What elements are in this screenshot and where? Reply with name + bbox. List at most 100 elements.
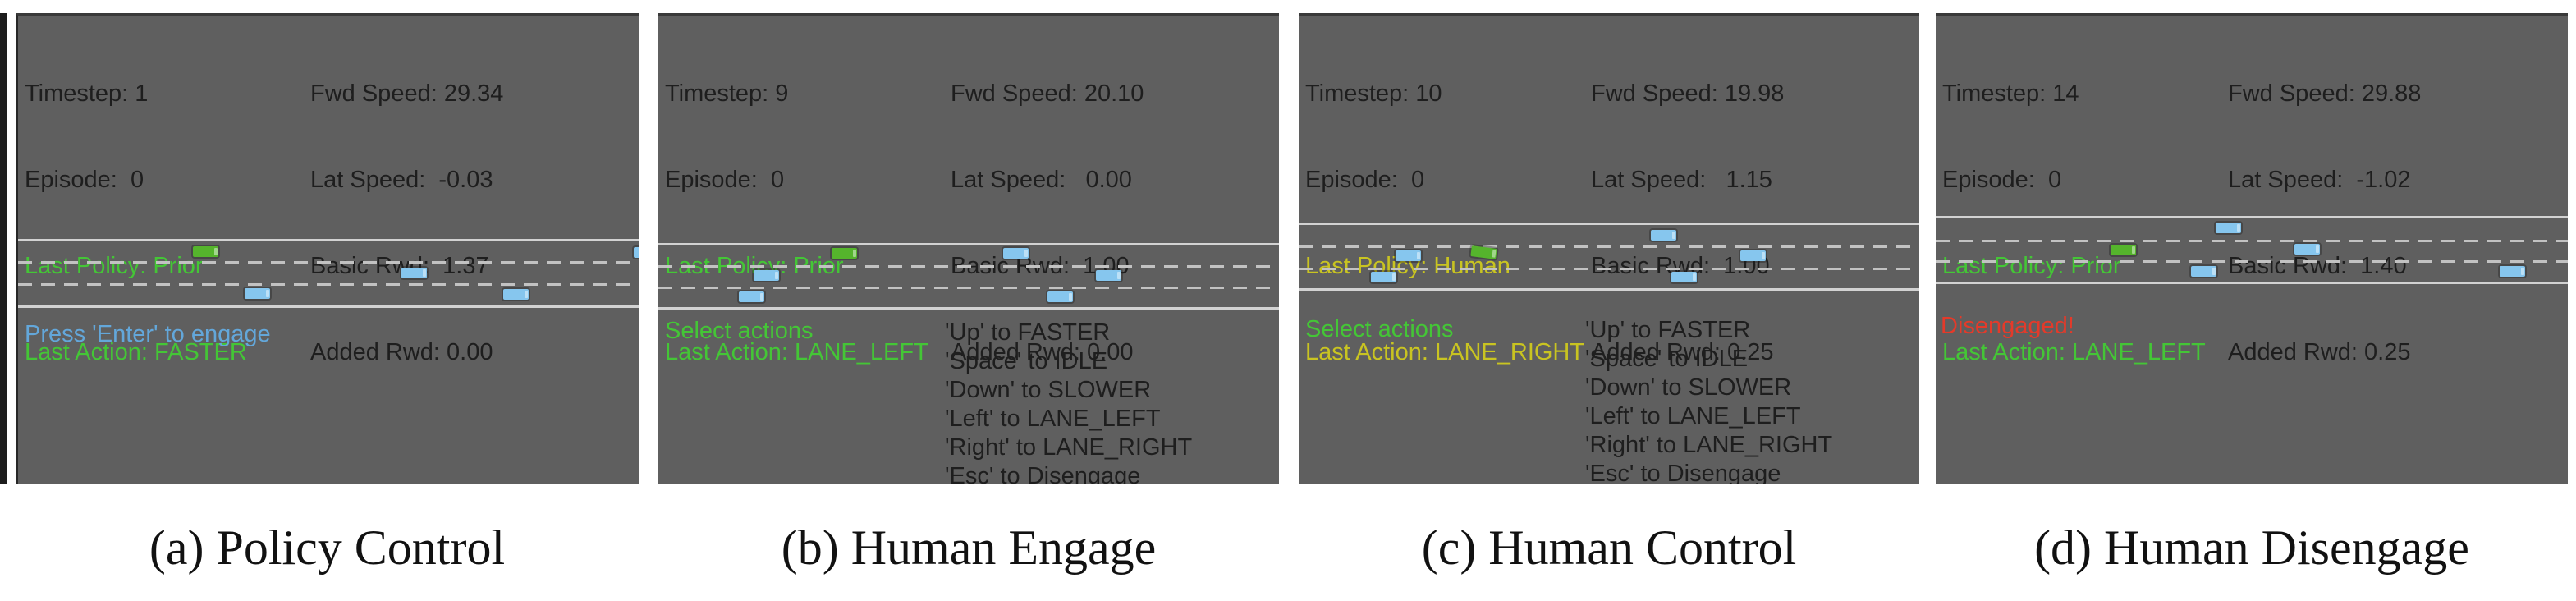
road-edge-line (1936, 216, 2568, 218)
traffic-vehicle (1740, 250, 1766, 261)
key-hint-line: 'Down' to SLOWER (1585, 374, 1792, 401)
disengaged-alert: Disengaged! (1941, 313, 2074, 339)
basic-rwd-label: Basic Rwd: 1.40 (2228, 253, 2407, 279)
road-edge-line (658, 307, 1279, 310)
traffic-vehicle (2294, 244, 2320, 255)
lane-divider-dashed (18, 261, 639, 264)
fwd-speed-label: Fwd Speed: 19.98 (1591, 80, 1785, 107)
timestep-label: Timestep: 9 (665, 80, 789, 107)
key-hint-line: 'Right' to LANE_RIGHT (945, 434, 1193, 461)
road-edge-line (1936, 282, 2568, 284)
traffic-vehicle (739, 291, 764, 302)
lat-speed-label: Lat Speed: 1.15 (1591, 167, 1772, 193)
episode-label: Episode: 0 (25, 167, 144, 193)
key-hint-line: 'Esc' to Disengage (1585, 461, 1781, 484)
episode-label: Episode: 0 (665, 167, 785, 193)
caption-human-disengage: (d) Human Disengage (2034, 521, 2469, 575)
lane-divider-dashed (1299, 268, 1919, 270)
episode-label: Episode: 0 (1942, 167, 2062, 193)
traffic-vehicle (2191, 266, 2216, 277)
timestep-label: Timestep: 1 (25, 80, 149, 107)
traffic-vehicle (503, 289, 529, 300)
key-hint-line: 'Up' to FASTER (1585, 317, 1751, 343)
last-action-label: Last Action: LANE_LEFT (1942, 339, 2206, 365)
traffic-vehicle (1396, 250, 1421, 261)
key-hint-line: 'Right' to LANE_RIGHT (1585, 432, 1833, 458)
hud-metrics-block: Fwd Speed: 20.10 Lat Speed: 0.00 Basic R… (951, 22, 1144, 424)
road-edge-line (658, 243, 1279, 245)
lat-speed-label: Lat Speed: -0.03 (310, 167, 493, 193)
key-hint-line: 'Left' to LANE_LEFT (1585, 403, 1801, 429)
traffic-vehicle (754, 270, 779, 281)
select-actions-prompt: Select actions (665, 318, 814, 344)
keyboard-hints-list: 'Up' to FASTER 'Space' to IDLE'Down' to S… (1585, 316, 1832, 484)
highway-road (1299, 223, 1919, 291)
highway-road (658, 243, 1279, 310)
traffic-vehicle (2500, 266, 2525, 277)
road-edge-line (1299, 288, 1919, 291)
hud-metrics-block: Fwd Speed: 19.98 Lat Speed: 1.15 Basic R… (1591, 22, 1784, 424)
fwd-speed-label: Fwd Speed: 20.10 (951, 80, 1144, 107)
hud-metrics-block: Fwd Speed: 29.34 Lat Speed: -0.03 Basic … (310, 22, 503, 424)
last-policy-label: Last Policy: Prior (1942, 253, 2121, 279)
sim-panel-human-disengage: Timestep: 14 Episode: 0 Last Policy: Pri… (1936, 13, 2568, 484)
road-edge-line (18, 239, 639, 241)
traffic-vehicle (1671, 272, 1697, 282)
ego-vehicle (2111, 245, 2136, 255)
highway-road (1936, 216, 2568, 284)
lane-divider-dashed (18, 283, 639, 286)
keyboard-hints-list: 'Up' to FASTER'Space' to IDLE 'Down' to S… (945, 319, 1192, 484)
engage-prompt: Press 'Enter' to engage (25, 321, 271, 347)
last-action-label: Last Action: LANE_RIGHT (1305, 339, 1585, 365)
key-hint-line: 'Space' to IDLE (945, 348, 1108, 374)
added-rwd-label: Added Rwd: 0.25 (1591, 339, 1774, 365)
last-policy-label: Last Policy: Prior (25, 253, 204, 279)
key-hint-line: 'Up' to FASTER (945, 319, 1111, 346)
traffic-vehicle (401, 268, 427, 278)
lane-divider-dashed (1936, 240, 2568, 242)
traffic-vehicle (245, 288, 270, 299)
hud-status-block: Timestep: 14 Episode: 0 Last Policy: Pri… (1942, 22, 2206, 424)
lane-divider-dashed (1299, 245, 1919, 248)
added-rwd-label: Added Rwd: 0.00 (951, 339, 1134, 365)
key-hint-line: 'Down' to SLOWER (945, 377, 1152, 403)
added-rwd-label: Added Rwd: 0.00 (310, 339, 493, 365)
added-rwd-label: Added Rwd: 0.25 (2228, 339, 2411, 365)
hud-metrics-block: Fwd Speed: 29.88 Lat Speed: -1.02 Basic … (2228, 22, 2421, 424)
road-edge-line (18, 305, 639, 308)
traffic-vehicle (634, 247, 639, 258)
episode-label: Episode: 0 (1305, 167, 1425, 193)
sim-panel-human-engage: Timestep: 9 Episode: 0 Last Policy: Prio… (658, 13, 1279, 484)
select-actions-prompt: Select actions (1305, 316, 1454, 342)
figure-left-crop-bar (0, 13, 7, 484)
road-edge-line (1299, 223, 1919, 225)
fwd-speed-label: Fwd Speed: 29.34 (310, 80, 504, 107)
sim-panel-policy-control: Timestep: 1 Episode: 0 Last Policy: Prio… (16, 13, 639, 484)
lat-speed-label: Lat Speed: 0.00 (951, 167, 1132, 193)
hud-status-block: Timestep: 1 Episode: 0 Last Policy: Prio… (25, 22, 247, 424)
key-hint-line: 'Space' to IDLE (1585, 346, 1749, 372)
ego-vehicle (193, 246, 218, 257)
last-action-label: Last Action: FASTER (25, 339, 247, 365)
ego-vehicle (832, 248, 857, 259)
caption-human-control: (c) Human Control (1421, 521, 1797, 575)
last-action-label: Last Action: LANE_LEFT (665, 339, 928, 365)
sim-panel-human-control: Timestep: 10 Episode: 0 Last Policy: Hum… (1299, 13, 1919, 484)
lat-speed-label: Lat Speed: -1.02 (2228, 167, 2411, 193)
highway-road (18, 239, 639, 308)
caption-human-engage: (b) Human Engage (781, 521, 1157, 575)
traffic-vehicle (2216, 223, 2241, 233)
traffic-vehicle (1003, 248, 1029, 259)
timestep-label: Timestep: 14 (1942, 80, 2079, 107)
caption-policy-control: (a) Policy Control (149, 521, 506, 575)
hud-status-block: Timestep: 9 Episode: 0 Last Policy: Prio… (665, 22, 928, 424)
traffic-vehicle (1651, 230, 1676, 241)
key-hint-line: 'Left' to LANE_LEFT (945, 406, 1161, 432)
key-hint-line: 'Esc' to Disengage (945, 463, 1141, 484)
lane-divider-dashed (1936, 260, 2568, 263)
lane-divider-dashed (658, 265, 1279, 268)
traffic-vehicle (1371, 272, 1396, 282)
timestep-label: Timestep: 10 (1305, 80, 1442, 107)
hud-status-block: Timestep: 10 Episode: 0 Last Policy: Hum… (1305, 22, 1584, 424)
